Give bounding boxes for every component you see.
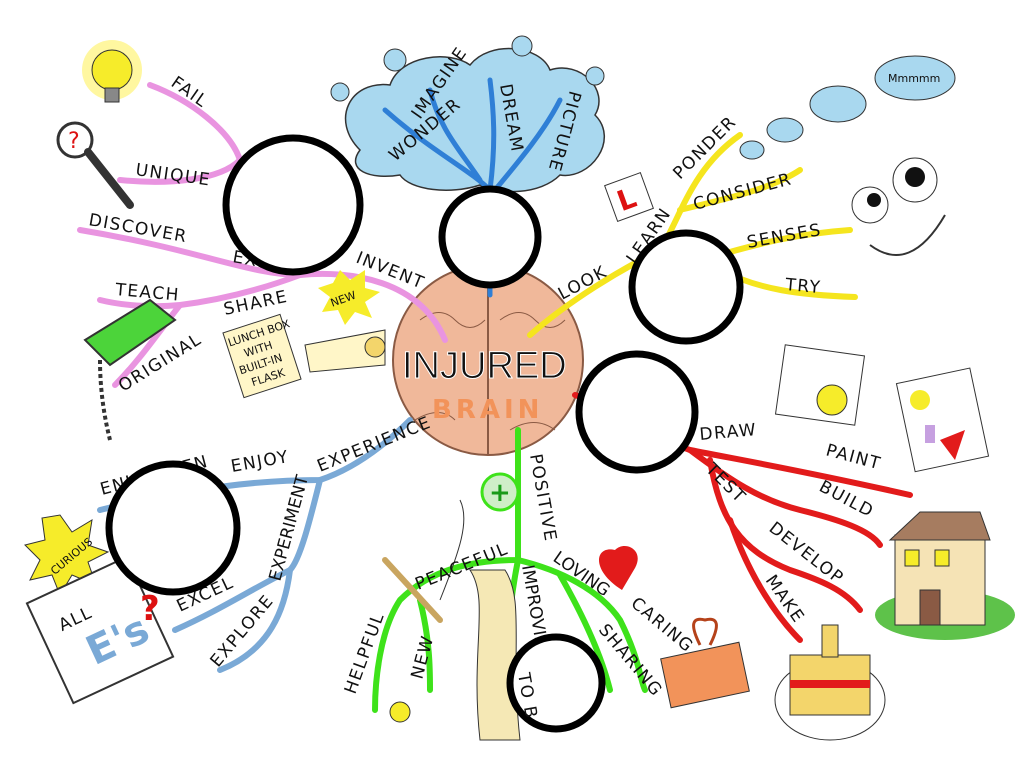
heart-icon (598, 546, 638, 590)
book-icon (83, 298, 177, 441)
scroll-icon (469, 569, 521, 741)
question-mark: ? (68, 129, 80, 154)
center-subtitle: BRAIN (432, 395, 543, 425)
label-draw: DRAW (699, 420, 758, 445)
svg-text:+: + (489, 478, 511, 508)
label-caring: CARING (627, 594, 697, 658)
thought-bubble-text: Mmmmm (888, 72, 940, 85)
center-title: INJURED (402, 345, 567, 387)
new-burst: NEW (318, 270, 380, 325)
cartoon-face-icon (851, 157, 946, 256)
blank-circle-pink (222, 134, 364, 276)
label-experience: EXPERIENCE (314, 413, 434, 477)
blank-circle-green (506, 633, 606, 733)
label-paint: PAINT (824, 441, 884, 475)
blank-circle-yellow (628, 229, 744, 345)
sun-face-icon (389, 701, 411, 723)
cloud-illustration (330, 35, 606, 193)
lunchbox-note: LUNCH BOX WITH BUILT-IN FLASK (222, 313, 386, 399)
blank-circle-blue (105, 460, 241, 596)
magnifier-question-icon: ? (56, 121, 134, 209)
cake-icon (774, 624, 886, 741)
abstract-painting-icon (895, 367, 990, 473)
label-senses: SENSES (745, 220, 823, 253)
all-es-card: ALL E's ? (25, 555, 175, 705)
question-mark: ? (140, 589, 160, 629)
label-enjoy: ENJOY (229, 447, 290, 477)
lightbulb-icon (82, 40, 142, 103)
blank-circle-cloud (438, 185, 542, 289)
label-new: NEW (408, 633, 439, 681)
label-consider: CONSIDER (691, 169, 794, 215)
house-icon (875, 511, 1015, 640)
thought-bubbles: Mmmmm (739, 55, 956, 160)
learner-plate-icon: L (604, 172, 654, 222)
blank-circle-red (575, 350, 699, 474)
sword-icon (382, 499, 465, 623)
gift-box-icon (660, 617, 750, 709)
label-unique: UNIQUE (134, 160, 212, 190)
label-positive: POSITIVE (525, 452, 560, 543)
red-branches (572, 392, 913, 643)
sun-drawing-icon (774, 344, 866, 426)
label-try: TRY (784, 275, 823, 298)
plus-badge-icon: + (480, 472, 520, 512)
